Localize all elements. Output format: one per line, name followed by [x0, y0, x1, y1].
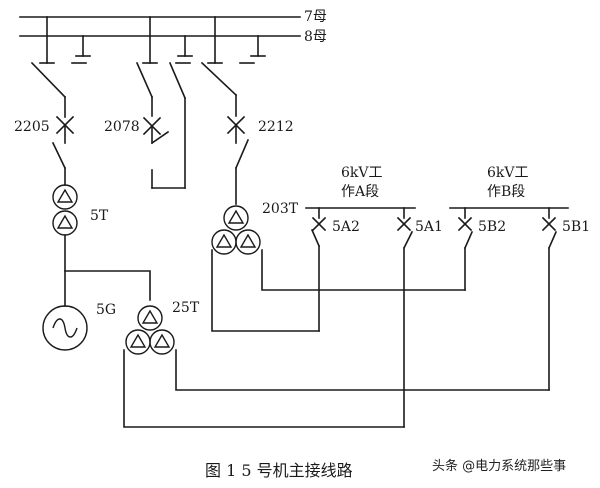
section-b-label-2: 作B段 [487, 184, 525, 200]
transformer-203t-label: 203T [262, 201, 299, 217]
feeder-25t-5b1 [175, 349, 550, 391]
generator-5g [42, 305, 88, 351]
breaker-5b2 [457, 207, 474, 291]
breaker-2212-label: 2212 [258, 119, 294, 135]
section-a-label-2: 作A段 [341, 184, 379, 200]
transformer-25t-label: 25T [172, 300, 200, 316]
branch-2212 [200, 16, 266, 205]
figure-caption: 图 1 5 号机主接线路 [205, 461, 353, 480]
section-a-label-1: 6kV工 [341, 165, 383, 181]
transformer-5t [52, 184, 78, 307]
feeder-203t-5b2 [261, 249, 466, 291]
breaker-5a1-label: 5A1 [415, 219, 443, 235]
branch-2078 [135, 16, 193, 189]
feeder-203t-5a2 [211, 249, 320, 332]
branch-2205 [30, 16, 91, 186]
generator-5g-label: 5G [96, 302, 116, 318]
feeder-25t-5a1 [123, 349, 405, 428]
watermark: 头条 @电力系统那些事 [432, 458, 566, 474]
transformer-5t-label: 5T [90, 208, 109, 224]
bus-7-label: 7母 [304, 9, 327, 25]
breaker-2078-label: 2078 [104, 119, 140, 135]
bus-8-label: 8母 [304, 29, 327, 45]
transformer-25t [125, 305, 175, 355]
breaker-5b1-label: 5B1 [562, 219, 590, 235]
breaker-5a1 [396, 207, 414, 428]
breaker-5a2-label: 5A2 [332, 219, 360, 235]
transformer-203t [211, 205, 261, 255]
breaker-2205-label: 2205 [14, 119, 50, 135]
section-b-label-1: 6kV工 [487, 165, 529, 181]
breaker-5b1 [541, 207, 558, 391]
breaker-5b2-label: 5B2 [478, 219, 506, 235]
breaker-5a2 [310, 207, 327, 332]
